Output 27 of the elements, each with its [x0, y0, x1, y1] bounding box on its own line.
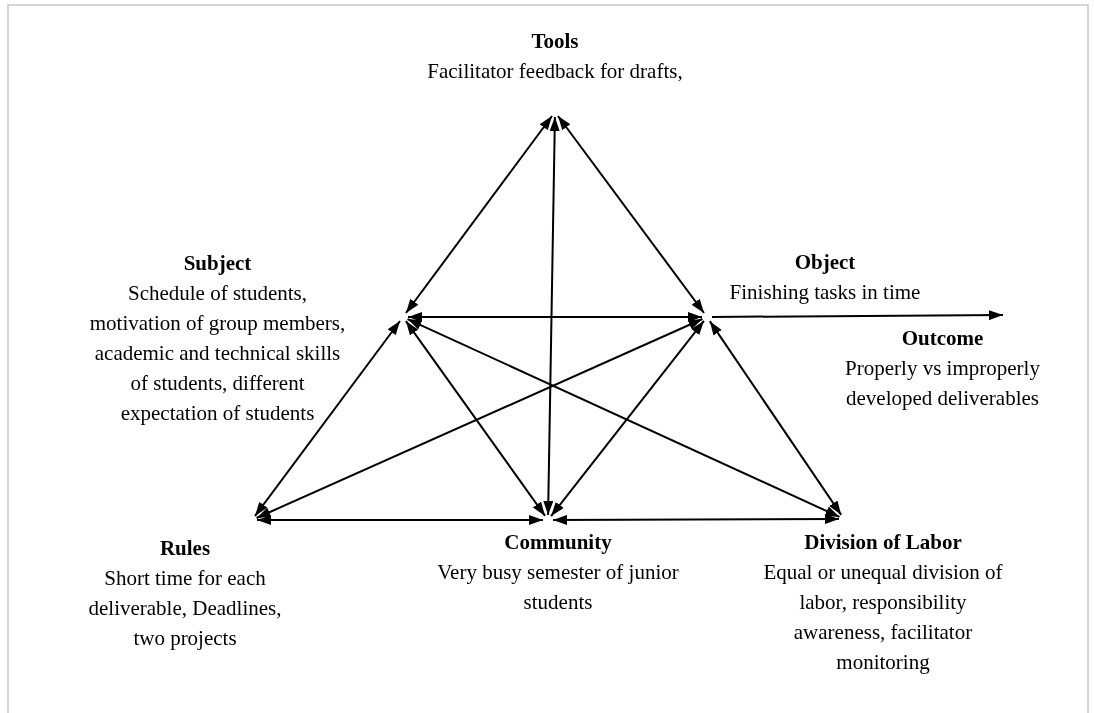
node-description: Schedule of students, motivation of group members, academic and technical skills of students, different expectation of students — [88, 280, 347, 427]
arrow — [406, 318, 841, 518]
node-description: Short time for each deliverable, Deadlines, two projects — [87, 565, 283, 652]
node-heading: Outcome — [900, 325, 985, 352]
arrow — [405, 115, 553, 314]
arrow — [543, 116, 560, 516]
arrow — [256, 515, 544, 525]
arrow — [711, 310, 1004, 321]
arrow — [708, 320, 843, 516]
arrow — [255, 318, 704, 519]
arrow — [552, 514, 840, 525]
node-heading: Subject — [182, 250, 253, 277]
node-heading: Division of Labor — [803, 529, 963, 556]
arrow — [550, 319, 705, 518]
node-description: Properly vs improperly developed deliverables — [844, 355, 1041, 412]
arrow — [404, 320, 547, 517]
node-heading: Tools — [530, 28, 580, 55]
node-description: Equal or unequal division of labor, responsibility awareness, facilitator monitoring — [762, 559, 1004, 676]
arrow — [254, 320, 401, 517]
node-description: Finishing tasks in time — [728, 279, 922, 306]
node-heading: Object — [793, 249, 857, 276]
node-description: Facilitator feedback for drafts, — [426, 58, 684, 85]
arrow — [407, 312, 703, 322]
node-description: Very busy semester of junior students — [436, 559, 680, 616]
node-heading: Community — [503, 529, 613, 556]
arrow — [557, 115, 705, 314]
node-heading: Rules — [158, 535, 212, 562]
